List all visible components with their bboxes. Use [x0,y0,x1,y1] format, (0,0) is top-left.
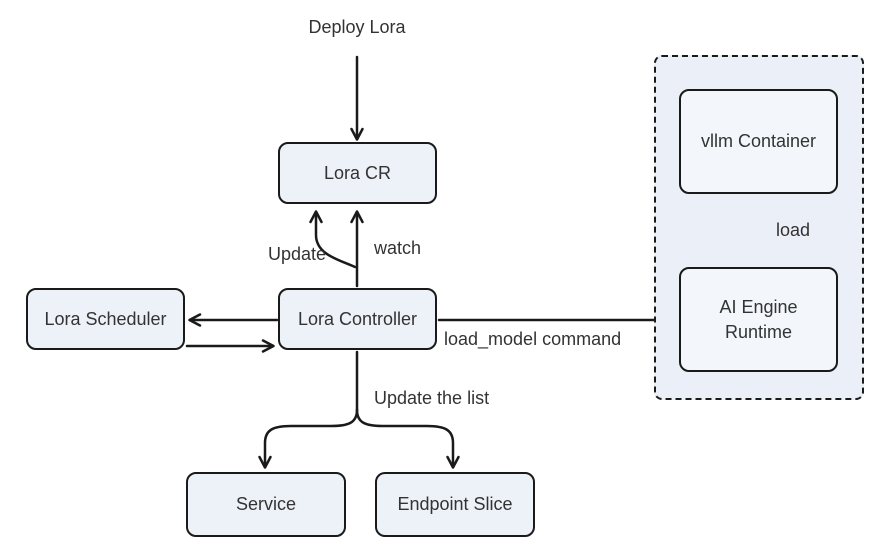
node-lora-scheduler: Lora Scheduler [26,288,185,350]
node-service: Service [186,472,346,537]
node-service-label: Service [235,494,297,515]
node-ai-engine-runtime-label: AI Engine Runtime [719,297,798,342]
label-watch: watch [374,238,422,258]
label-update-the-list: Update the list [374,388,490,408]
node-endpoint-slice: Endpoint Slice [375,472,535,537]
node-endpoint-slice-label: Endpoint Slice [397,494,513,515]
node-lora-cr: Lora CR [278,142,437,204]
label-load-model-command: load_model command [444,329,622,349]
label-update: Update [268,244,327,264]
node-ai-engine-runtime: AI Engine Runtime [679,267,838,372]
edge-update-list-to-endpoint-slice [355,408,460,469]
node-lora-cr-label: Lora CR [323,162,392,183]
label-deploy-lora: Deploy Lora [308,17,406,37]
node-vllm-container: vllm Container [679,89,838,194]
node-lora-controller: Lora Controller [278,288,437,350]
edge-update-list-to-service [258,408,359,469]
label-load: load [776,220,811,240]
node-vllm-container-label: vllm Container [700,131,817,152]
node-lora-scheduler-label: Lora Scheduler [44,308,167,329]
node-lora-controller-label: Lora Controller [297,308,418,329]
